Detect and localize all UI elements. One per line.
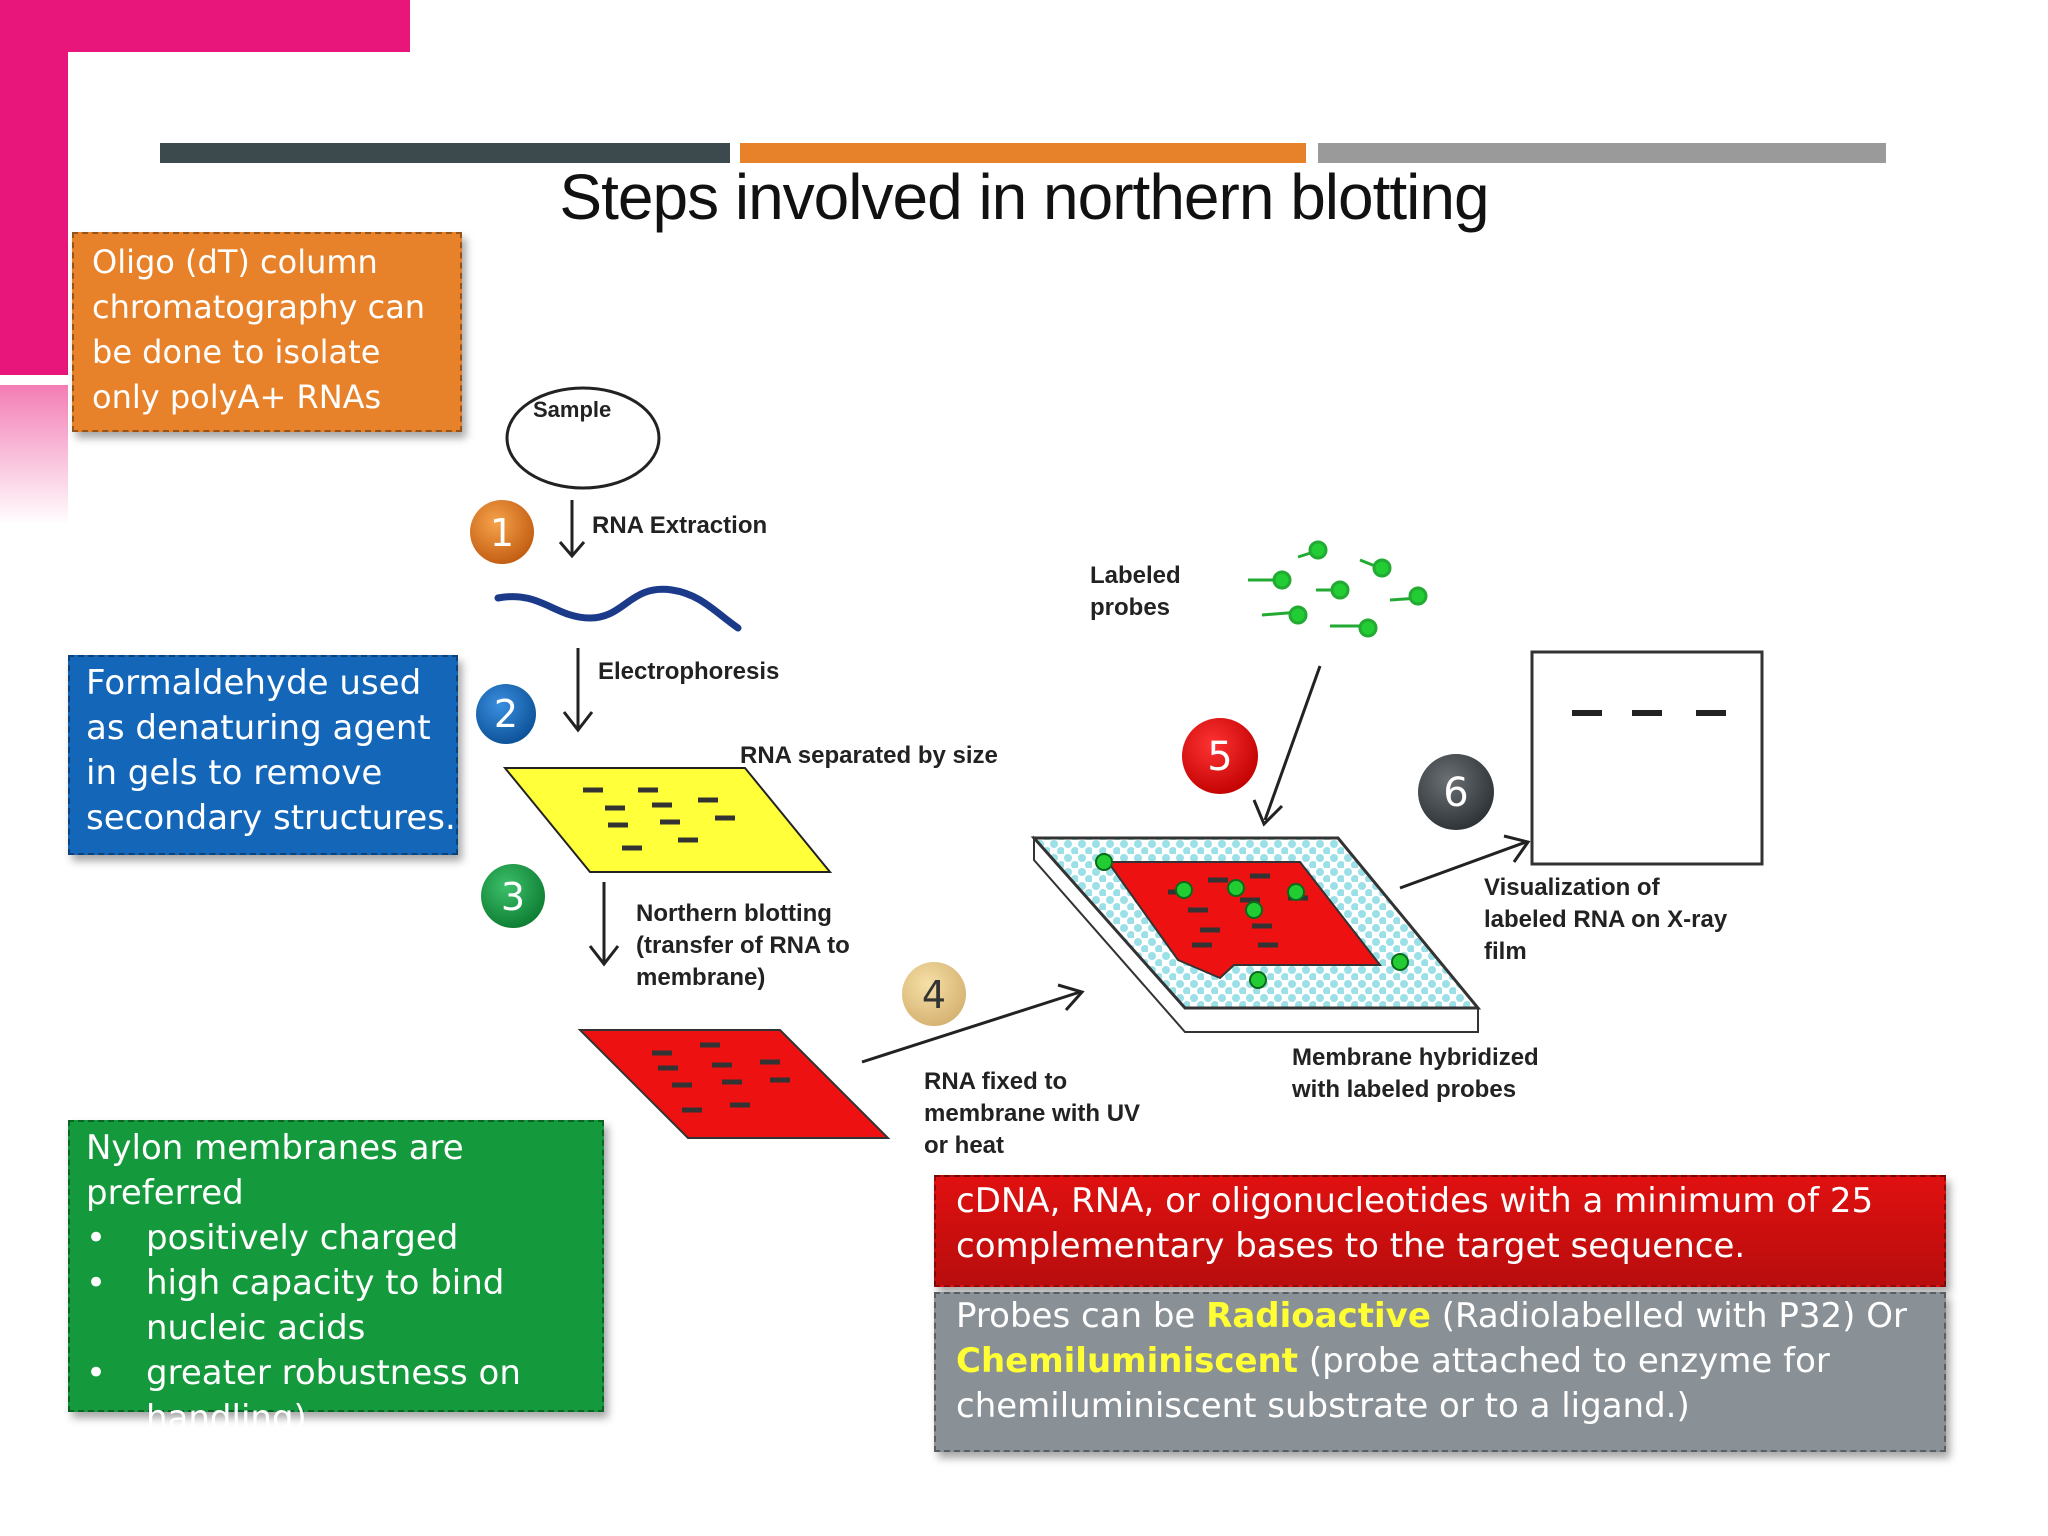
arrow-extraction <box>558 500 586 559</box>
membrane-hybridized-line-1: Membrane hybridized <box>1292 1044 1539 1071</box>
corner-accent-fade <box>0 385 68 525</box>
probe-types-line-3: chemiluminiscent substrate or to a ligan… <box>956 1386 1690 1426</box>
nylon-note-box: Nylon membranes are preferred •positivel… <box>68 1120 604 1438</box>
nylon-bullet-3-cont: handling) <box>86 1396 586 1441</box>
step-5-badge <box>1182 718 1258 794</box>
rna-fixed-label: RNA fixed to membrane with UV or heat <box>924 1066 1140 1162</box>
arrow-electrophoresis <box>562 648 594 733</box>
step-1-number: 1 <box>490 511 514 555</box>
membrane-hybridized-line-2: with labeled probes <box>1292 1076 1517 1103</box>
chemiluminiscent-highlight: Chemiluminiscent <box>956 1341 1299 1381</box>
visualization-label: Visualization of labeled RNA on X-ray fi… <box>1484 872 1727 968</box>
visualization-line-2: labeled RNA on X-ray <box>1484 906 1728 933</box>
oligo-line-2: chromatography can <box>92 288 426 326</box>
labeled-probes-cluster <box>1248 540 1428 638</box>
step-5-number: 5 <box>1207 734 1232 780</box>
formaldehyde-line-3: in gels to remove <box>86 753 383 793</box>
arrow-probes <box>1252 665 1322 827</box>
gel-bands <box>583 787 735 851</box>
rna-fixed-line-3: or heat <box>924 1132 1005 1159</box>
nylon-bullet-3: •greater robustness on <box>86 1353 521 1393</box>
labeled-probes-line-1: Labeled <box>1090 562 1181 589</box>
oligo-line-3: be done to isolate <box>92 333 381 371</box>
radioactive-highlight: Radioactive <box>1206 1296 1431 1336</box>
labeled-probes-label: Labeled probes <box>1090 560 1181 624</box>
title-bar-orange <box>740 143 1306 163</box>
step-2-number: 2 <box>494 692 518 736</box>
nylon-bullet-2-cont-text: nucleic acids <box>146 1308 366 1348</box>
probe-types-box: Probes can be Radioactive (Radiolabelled… <box>934 1292 1946 1452</box>
arrow-blotting <box>588 882 620 967</box>
formaldehyde-note-box: Formaldehyde used as denaturing agent in… <box>68 655 458 855</box>
bound-probes <box>1095 853 1409 989</box>
corner-accent-top <box>0 0 410 52</box>
northern-blotting-line-1: Northern blotting <box>636 900 832 927</box>
oligo-note-box: Oligo (dT) column chromatography can be … <box>72 232 462 432</box>
probe-definition-box: cDNA, RNA, or oligonucleotides with a mi… <box>934 1175 1946 1287</box>
formaldehyde-line-4: secondary structures. <box>86 798 456 838</box>
corner-accent-side <box>0 0 68 375</box>
step-2-badge <box>476 684 536 744</box>
rna-strand <box>494 585 742 632</box>
sample-tube <box>505 386 661 490</box>
nylon-bullet-1: •positively charged <box>86 1218 459 1258</box>
electrophoresis-label: Electrophoresis <box>598 658 780 685</box>
rna-fixed-line-1: RNA fixed to <box>924 1068 1068 1095</box>
labeled-probes-line-2: probes <box>1090 594 1171 621</box>
rna-extraction-label: RNA Extraction <box>592 512 768 539</box>
nylon-intro-1: Nylon membranes are <box>86 1128 464 1168</box>
step-4-number: 4 <box>922 973 946 1017</box>
nylon-bullet-2-cont: nucleic acids <box>86 1306 586 1351</box>
chemiluminiscent-detail: (probe attached to enzyme for <box>1308 1341 1830 1381</box>
visualization-line-1: Visualization of <box>1484 874 1660 901</box>
step-6-badge <box>1418 754 1494 830</box>
formaldehyde-line-2: as denaturing agent <box>86 708 431 748</box>
title-bar-gray <box>1318 143 1886 163</box>
probe-types-line-1: Probes can be Radioactive (Radiolabelled… <box>956 1294 1924 1339</box>
step-3-badge <box>481 864 545 928</box>
formaldehyde-line-1: Formaldehyde used <box>86 663 422 703</box>
probe-def-line-2: complementary bases to the target sequen… <box>956 1226 1746 1266</box>
northern-blotting-line-3: membrane) <box>636 964 766 991</box>
sample-label: Sample <box>533 397 612 422</box>
oligo-line-4: only polyA+ RNAs <box>92 378 382 416</box>
nylon-bullet-2: •high capacity to bind <box>86 1263 505 1303</box>
membrane-bands <box>652 1042 790 1113</box>
nylon-bullet-3-cont-text: handling) <box>146 1398 307 1438</box>
northern-blotting-label: Northern blotting (transfer of RNA to me… <box>636 898 850 994</box>
probe-types-line-2: Chemiluminiscent (probe attached to enzy… <box>956 1339 1924 1384</box>
nylon-bullet-1-text: positively charged <box>146 1218 459 1258</box>
probe-def-line-1: cDNA, RNA, or oligonucleotides with a mi… <box>956 1181 1874 1221</box>
page-title: Steps involved in northern blotting <box>559 161 1489 233</box>
xray-film <box>1530 650 1764 866</box>
arrow-fix <box>861 983 1085 1064</box>
title-bar-dark <box>160 143 730 163</box>
probe-types-lead: Probes can be <box>956 1296 1196 1336</box>
arrow-visualize <box>1399 834 1531 890</box>
nylon-intro-2: preferred <box>86 1173 244 1213</box>
step-3-number: 3 <box>501 875 525 919</box>
visualization-line-3: film <box>1484 938 1527 965</box>
northern-blotting-line-2: (transfer of RNA to <box>636 932 850 959</box>
nylon-bullet-2-text: high capacity to bind <box>146 1263 505 1303</box>
step-6-number: 6 <box>1443 770 1468 816</box>
nylon-bullet-3-text: greater robustness on <box>146 1353 521 1393</box>
radioactive-detail: (Radiolabelled with P32) Or <box>1441 1296 1907 1336</box>
rna-fixed-line-2: membrane with UV <box>924 1100 1141 1127</box>
oligo-line-1: Oligo (dT) column <box>92 243 378 281</box>
step-1-badge <box>470 500 534 564</box>
step-4-badge <box>902 962 966 1026</box>
membrane-hybridized-label: Membrane hybridized with labeled probes <box>1292 1042 1539 1106</box>
rna-separated-label: RNA separated by size <box>740 742 998 769</box>
